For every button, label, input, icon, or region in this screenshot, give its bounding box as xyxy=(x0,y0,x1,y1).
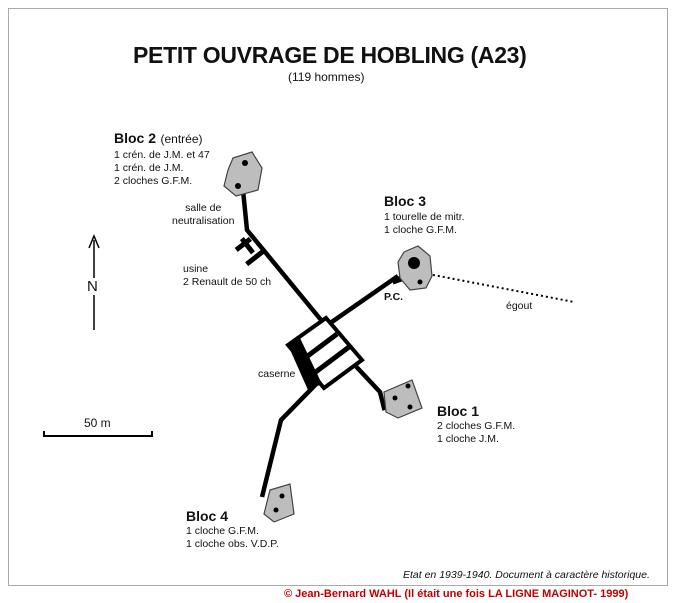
bloc3-name: Bloc 3 xyxy=(384,193,427,209)
salle-line: salle de xyxy=(185,202,222,214)
bloc4-line: 1 cloche obs. V.D.P. xyxy=(186,538,279,550)
scale-label: 50 m xyxy=(84,416,111,430)
egout-line xyxy=(427,273,575,303)
egout-label: égout xyxy=(506,300,533,312)
pc-label: P.C. xyxy=(384,291,404,303)
bloc3-line: 1 cloche G.F.M. xyxy=(384,224,457,236)
bloc2-label: Bloc 2 (entrée) xyxy=(114,130,203,148)
north-label: N xyxy=(86,278,99,295)
salle-line: neutralisation xyxy=(172,215,235,227)
bloc3-line: 1 tourelle de mitr. xyxy=(384,211,465,223)
bloc1-line: 1 cloche J.M. xyxy=(437,433,499,445)
caserne-building xyxy=(285,315,365,391)
page-subtitle: (119 hommes) xyxy=(288,70,365,84)
bloc4-line: 1 cloche G.F.M. xyxy=(186,525,259,537)
copyright: © Jean-Bernard WAHL (Il était une fois L… xyxy=(284,588,629,600)
scale-bar-icon xyxy=(43,431,153,437)
salle-neutralisation-marks xyxy=(234,236,266,267)
bloc2-note: (entrée) xyxy=(160,132,203,146)
page-title: PETIT OUVRAGE DE HOBLING (A23) xyxy=(133,42,527,68)
bloc2-line: 1 crén. de J.M. et 47 xyxy=(114,149,210,161)
usine-line: 2 Renault de 50 ch xyxy=(183,276,272,288)
bloc1-shape xyxy=(383,379,423,419)
bloc1-details: 2 cloches G.F.M. 1 cloche J.M. xyxy=(437,420,515,446)
bloc2-details: 1 crén. de J.M. et 47 1 crén. de J.M. 2 … xyxy=(114,149,210,188)
footnote: Etat en 1939-1940. Document à caractère … xyxy=(403,569,650,581)
bloc2-shape xyxy=(223,151,263,197)
bloc2-name: Bloc 2 xyxy=(114,130,157,146)
bloc4-name: Bloc 4 xyxy=(186,508,229,524)
caserne-label: caserne xyxy=(258,368,296,380)
usine-line: usine xyxy=(183,263,209,275)
map-frame xyxy=(8,8,668,586)
bloc1-name: Bloc 1 xyxy=(437,403,480,419)
bloc3-shape xyxy=(397,245,433,291)
bloc1-line: 2 cloches G.F.M. xyxy=(437,420,516,432)
bloc2-line: 1 crén. de J.M. xyxy=(114,162,184,174)
salle-label: salle de neutralisation xyxy=(172,202,234,228)
usine-label: usine 2 Renault de 50 ch xyxy=(183,263,271,289)
bloc3-details: 1 tourelle de mitr. 1 cloche G.F.M. xyxy=(384,211,465,237)
bloc4-shape xyxy=(263,483,295,523)
bloc2-line: 2 cloches G.F.M. xyxy=(114,175,193,187)
bloc4-details: 1 cloche G.F.M. 1 cloche obs. V.D.P. xyxy=(186,525,279,551)
